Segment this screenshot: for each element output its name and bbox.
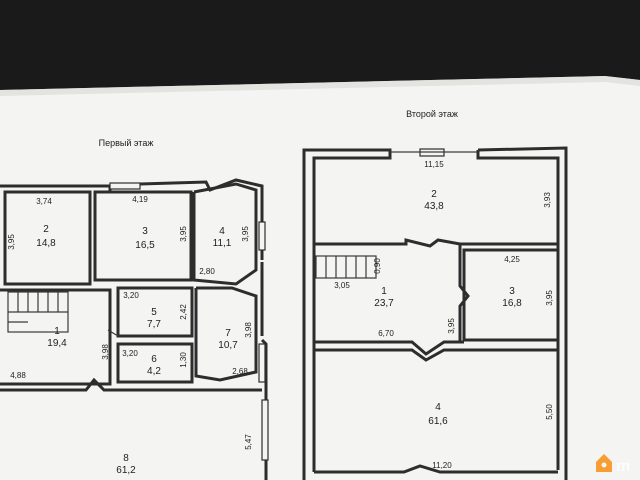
room-number: 2 <box>43 224 49 235</box>
wall <box>302 148 392 480</box>
room-area: 14,8 <box>36 238 56 249</box>
room-area: 19,4 <box>47 338 67 349</box>
room-number: 2 <box>431 189 437 200</box>
room-2-walls <box>3 190 92 286</box>
room-3-walls <box>462 248 560 342</box>
room-4-walls <box>314 464 558 474</box>
staircase <box>7 291 69 333</box>
window <box>261 399 269 461</box>
dimension-label: 3,74 <box>36 197 52 206</box>
room-area: 7,7 <box>147 319 161 330</box>
home-logo-icon <box>596 454 612 472</box>
watermark-text: m <box>616 458 630 475</box>
dimension-label: 11,20 <box>432 461 452 470</box>
dimension-label: 2,42 <box>179 304 188 320</box>
room-number: 3 <box>142 226 148 237</box>
room-number: 8 <box>123 453 129 464</box>
dimension-label: 2,68 <box>232 367 248 376</box>
window <box>109 182 141 190</box>
dimension-label: 3,95 <box>179 226 188 242</box>
room-number: 3 <box>509 286 515 297</box>
room-number: 7 <box>225 328 231 339</box>
room-4-walls <box>192 182 258 286</box>
room-number: 4 <box>219 226 225 237</box>
watermark-logo: m <box>596 454 630 475</box>
room-7-walls <box>194 286 258 382</box>
room-1-walls <box>458 244 470 342</box>
dimension-label: 3,95 <box>241 226 250 242</box>
room-number: 6 <box>151 354 157 365</box>
dimension-label: 3,95 <box>7 234 16 250</box>
room-1-walls <box>0 288 112 386</box>
room-6-walls <box>116 342 194 384</box>
dimension-label: 3,98 <box>101 344 110 360</box>
room-number: 1 <box>54 326 60 337</box>
room-area: 11,1 <box>213 238 232 249</box>
dimension-label: 3,93 <box>543 192 552 208</box>
room-number: 1 <box>381 286 387 297</box>
dimension-label: 11,15 <box>424 160 444 169</box>
first-floor-title: Первый этаж <box>99 138 154 148</box>
dimension-label: 3,20 <box>123 291 139 300</box>
room-1-walls <box>314 340 464 356</box>
window <box>258 221 266 251</box>
room-5-walls <box>116 286 194 338</box>
room-8-walls <box>0 377 262 392</box>
second-floor-plan: Второй этаж 2 43,8 1 23,7 3 16, <box>302 109 568 480</box>
wall <box>477 146 568 480</box>
dimension-label: 3,20 <box>122 349 138 358</box>
dimension-label: 5,47 <box>244 434 253 450</box>
room-area: 23,7 <box>374 298 394 309</box>
room-number: 5 <box>151 307 157 318</box>
dimension-label: 0,90 <box>373 258 382 274</box>
dimension-label: 3,05 <box>334 281 350 290</box>
dimension-label: 1,30 <box>179 352 188 368</box>
room-area: 16,8 <box>502 298 522 309</box>
room-area: 10,7 <box>218 340 238 351</box>
room-4-walls <box>314 348 558 362</box>
dimension-label: 2,80 <box>199 267 215 276</box>
dimension-label: 5,50 <box>545 404 554 420</box>
paper-edge-shade <box>0 76 640 96</box>
room-number: 4 <box>435 402 441 413</box>
second-floor-title: Второй этаж <box>406 109 458 119</box>
room-area: 4,2 <box>147 366 161 377</box>
dimension-label: 3,95 <box>447 318 456 334</box>
first-floor-plan: Первый этаж <box>0 138 269 480</box>
room-area: 61,2 <box>116 465 136 476</box>
window <box>258 343 266 383</box>
dimension-label: 6,70 <box>378 329 394 338</box>
room-area: 43,8 <box>424 201 444 212</box>
dimension-label: 3,98 <box>244 322 253 338</box>
dimension-label: 3,95 <box>545 290 554 306</box>
dimension-label: 4,88 <box>10 371 26 380</box>
dimension-label: 4,25 <box>504 255 520 264</box>
room-3-walls <box>93 190 193 282</box>
room-area: 16,5 <box>135 240 155 251</box>
staircase <box>315 255 377 279</box>
dimension-label: 4,19 <box>132 195 148 204</box>
room-area: 61,6 <box>428 416 448 427</box>
